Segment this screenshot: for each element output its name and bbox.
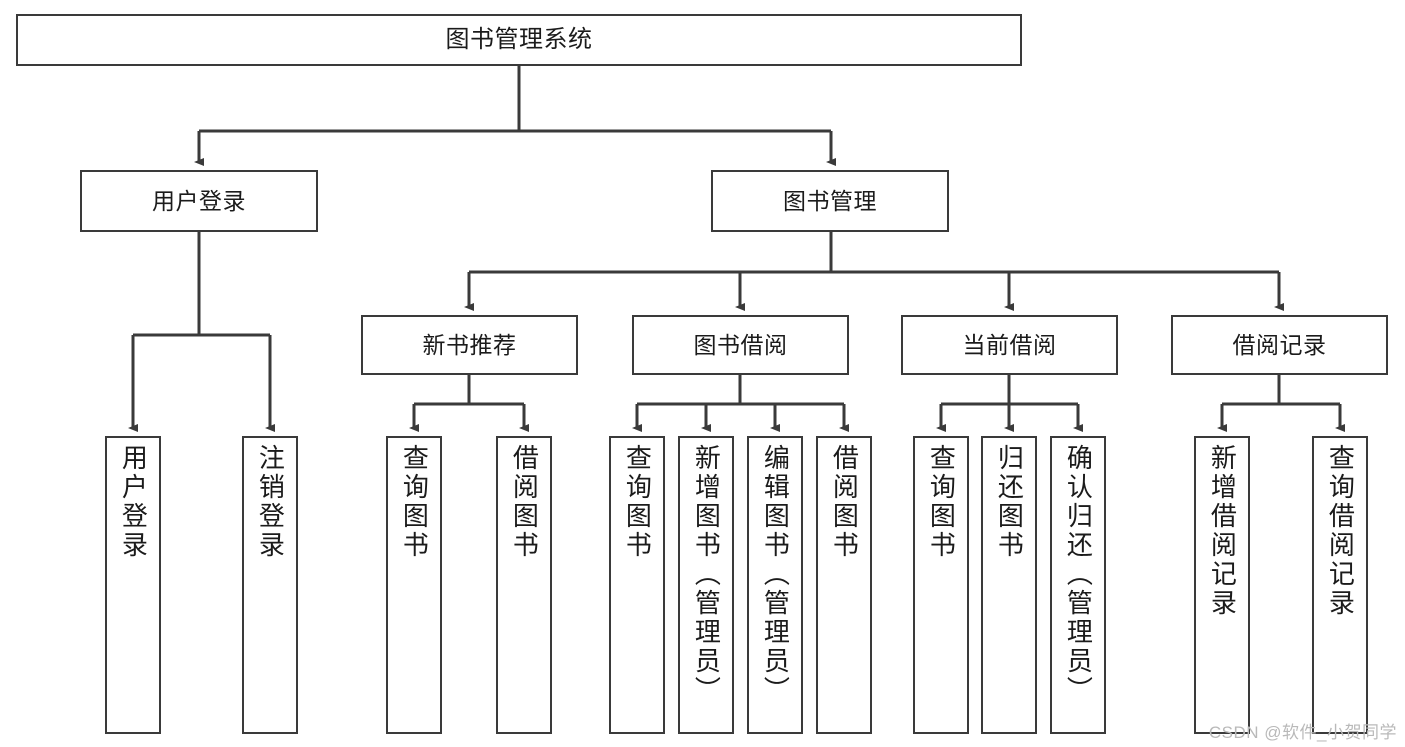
node-book-borrow[interactable]: 图书借阅 bbox=[632, 315, 849, 375]
node-label: 归还图书 bbox=[994, 444, 1025, 560]
node-label: 查询借阅记录 bbox=[1325, 444, 1356, 618]
leaf-recommend-borrow-book[interactable]: 借阅图书 bbox=[496, 436, 552, 734]
node-current-borrow[interactable]: 当前借阅 bbox=[901, 315, 1118, 375]
node-label: 新增借阅记录 bbox=[1207, 444, 1238, 618]
node-label: 图书管理 bbox=[783, 187, 877, 214]
node-label: 查询图书 bbox=[926, 444, 957, 560]
node-label: 注销登录 bbox=[255, 444, 286, 560]
leaf-borrow-add-book-admin[interactable]: 新增图书（管理员） bbox=[678, 436, 734, 734]
node-user-login[interactable]: 用户登录 bbox=[80, 170, 318, 232]
node-label: 确认归还（管理员） bbox=[1063, 444, 1094, 705]
node-label: 查询图书 bbox=[622, 444, 653, 560]
node-label: 图书借阅 bbox=[693, 331, 788, 358]
node-label: 借阅图书 bbox=[509, 444, 540, 560]
node-label: 用户登录 bbox=[152, 187, 246, 214]
leaf-current-query-book[interactable]: 查询图书 bbox=[913, 436, 969, 734]
node-label: 新增图书（管理员） bbox=[691, 444, 722, 705]
leaf-current-return-book[interactable]: 归还图书 bbox=[981, 436, 1037, 734]
leaf-user-login[interactable]: 用户登录 bbox=[105, 436, 161, 734]
watermark: CSDN @软件_小贺同学 bbox=[1208, 723, 1397, 742]
node-borrow-record[interactable]: 借阅记录 bbox=[1171, 315, 1388, 375]
leaf-record-add-borrow-record[interactable]: 新增借阅记录 bbox=[1194, 436, 1250, 734]
leaf-current-confirm-return-admin[interactable]: 确认归还（管理员） bbox=[1050, 436, 1106, 734]
leaf-borrow-query-book[interactable]: 查询图书 bbox=[609, 436, 665, 734]
leaf-user-logout[interactable]: 注销登录 bbox=[242, 436, 298, 734]
node-label: 编辑图书（管理员） bbox=[760, 444, 791, 705]
node-label: 当前借阅 bbox=[962, 331, 1057, 358]
node-label: 新书推荐 bbox=[422, 331, 517, 358]
node-label: 图书管理系统 bbox=[445, 26, 593, 54]
node-root-system[interactable]: 图书管理系统 bbox=[16, 14, 1022, 66]
node-label: 借阅记录 bbox=[1232, 331, 1327, 358]
node-book-management[interactable]: 图书管理 bbox=[711, 170, 949, 232]
node-new-book-recommendation[interactable]: 新书推荐 bbox=[361, 315, 578, 375]
leaf-borrow-edit-book-admin[interactable]: 编辑图书（管理员） bbox=[747, 436, 803, 734]
leaf-borrow-borrow-book[interactable]: 借阅图书 bbox=[816, 436, 872, 734]
leaf-recommend-query-book[interactable]: 查询图书 bbox=[386, 436, 442, 734]
leaf-record-query-borrow-record[interactable]: 查询借阅记录 bbox=[1312, 436, 1368, 734]
node-label: 用户登录 bbox=[118, 444, 149, 560]
node-label: 借阅图书 bbox=[829, 444, 860, 560]
node-label: 查询图书 bbox=[399, 444, 430, 560]
